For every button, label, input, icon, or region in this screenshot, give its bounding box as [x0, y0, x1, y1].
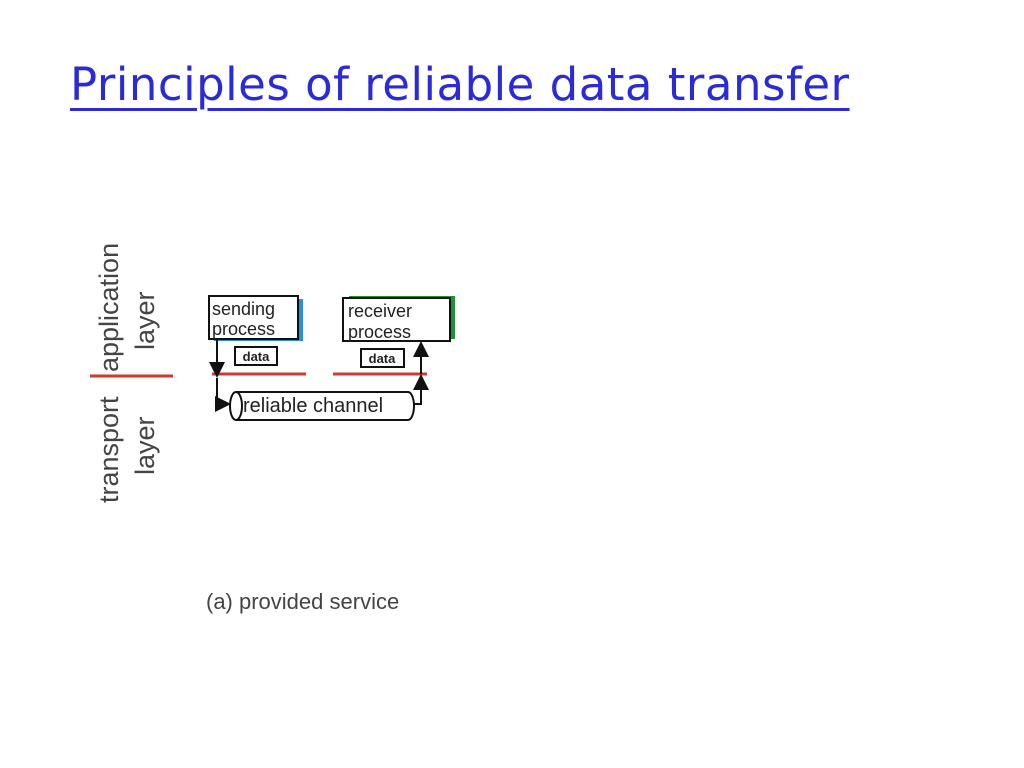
transport-label-line1: transport: [94, 396, 124, 503]
receiver-process-box: receiver process: [342, 296, 455, 342]
sender-to-channel-arrow: [215, 378, 231, 412]
sending-process-box: sending process: [208, 295, 303, 341]
application-layer-label: application layer: [94, 243, 160, 372]
reliable-channel-label: reliable channel: [243, 395, 383, 417]
data-tag-sender-label: data: [243, 349, 271, 364]
application-label-line2: layer: [130, 291, 160, 350]
transport-layer-label: transport layer: [94, 396, 160, 503]
data-tag-receiver: data: [360, 348, 405, 368]
diagram-caption: (a) provided service: [206, 589, 399, 614]
slide-title: Principles of reliable data transfer: [70, 58, 850, 111]
transport-label-line2: layer: [130, 416, 160, 475]
application-label-line1: application: [94, 243, 124, 372]
receiver-process-line1: receiver: [348, 301, 412, 321]
channel-to-receiver-arrow: [413, 374, 429, 405]
data-tag-sender: data: [234, 346, 278, 366]
data-tag-receiver-label: data: [369, 351, 397, 366]
sending-process-line2: process: [212, 319, 275, 339]
sending-process-line1: sending: [212, 299, 275, 319]
reliable-channel: reliable channel: [229, 391, 415, 421]
receiver-process-line2: process: [348, 322, 411, 342]
